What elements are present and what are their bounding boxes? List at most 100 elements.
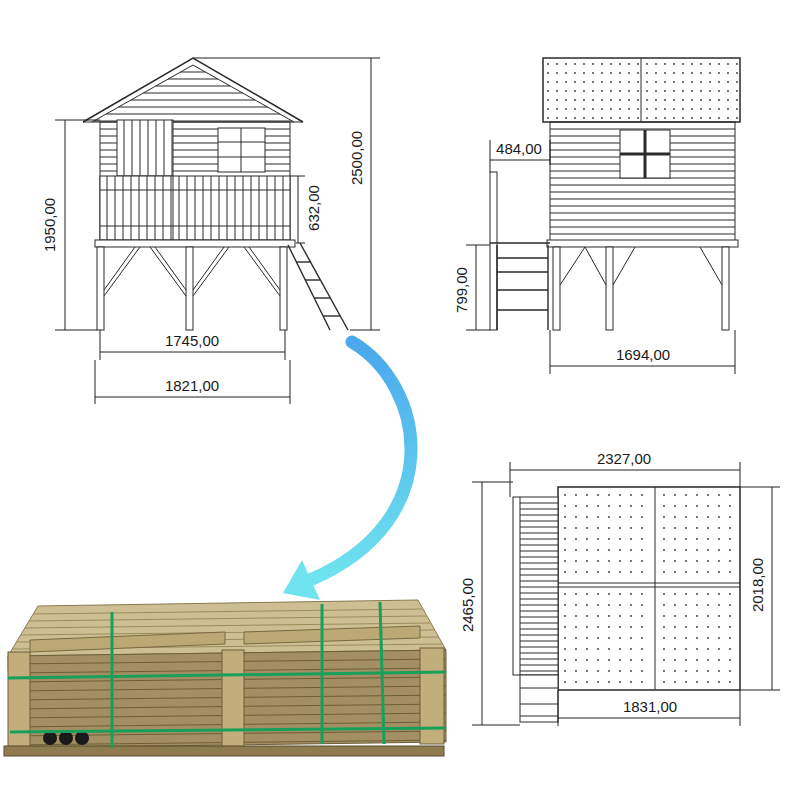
roof-dots: [646, 108, 648, 110]
roof-dots: [674, 571, 676, 573]
railing: [131, 176, 132, 240]
roof-dots: [630, 659, 632, 661]
railing: [195, 176, 196, 240]
roof-dots: [565, 63, 567, 65]
roof-dots: [700, 81, 702, 83]
roof-dots: [597, 527, 599, 529]
dimension-label: 484,00: [496, 141, 542, 156]
ladder-rungs: [520, 704, 558, 705]
roof-dots: [707, 538, 709, 540]
roof-dots: [637, 63, 639, 65]
roof-dots: [592, 90, 594, 92]
roof-dots: [729, 670, 731, 672]
roof-dots: [718, 99, 720, 101]
roof-dots: [610, 90, 612, 92]
roof-dots: [663, 648, 665, 650]
roof-dots: [674, 670, 676, 672]
roof-dots: [575, 604, 577, 606]
roof-dots: [565, 90, 567, 92]
railing: [100, 190, 290, 191]
roof-dots: [691, 99, 693, 101]
roof-dots: [663, 527, 665, 529]
roof-dots: [630, 505, 632, 507]
roof-dots: [574, 90, 576, 92]
roof-dots: [547, 99, 549, 101]
roof-dots: [575, 571, 577, 573]
deck-boards: [520, 515, 558, 516]
roof-dots: [718, 538, 720, 540]
roof-dots: [707, 505, 709, 507]
dimension-label: 2018,00: [750, 558, 765, 612]
window-grid: [218, 157, 265, 158]
roof-dots: [707, 560, 709, 562]
roof-dots: [727, 63, 729, 65]
roof-dots: [601, 81, 603, 83]
roof-dots: [682, 117, 684, 119]
roof-dots: [646, 81, 648, 83]
dimension-lines: [482, 482, 483, 725]
roof-dots: [696, 615, 698, 617]
roof-dots: [641, 659, 643, 661]
roof-dots: [574, 117, 576, 119]
window-grid: [218, 128, 265, 172]
roof-dots: [685, 560, 687, 562]
front-view: [104, 247, 140, 296]
window-grid: [241, 128, 242, 172]
roof-dots: [586, 505, 588, 507]
roof-dots: [709, 72, 711, 74]
side-view: [620, 130, 670, 178]
deck-boards: [520, 617, 558, 618]
door-boards: [156, 120, 157, 176]
roof-dots: [630, 593, 632, 595]
gable-siding: [143, 93, 242, 94]
roof-dots: [673, 90, 675, 92]
gable-siding: [131, 100, 255, 101]
roof-dots: [664, 63, 666, 65]
roof-dots: [663, 637, 665, 639]
roof-dots: [608, 527, 610, 529]
deck-boards: [520, 623, 558, 624]
ladder: [490, 243, 550, 330]
roof-dots: [574, 72, 576, 74]
roof-dots: [641, 538, 643, 540]
roof-dots: [663, 516, 665, 518]
dimension-lines: [55, 120, 100, 121]
roof-dots: [718, 648, 720, 650]
roof-dots: [564, 681, 566, 683]
deck-boards: [520, 569, 558, 570]
wall-siding: [550, 129, 735, 130]
roof-dots: [628, 72, 630, 74]
deck-boards: [520, 605, 558, 606]
roof-dots: [727, 108, 729, 110]
roof-dots: [655, 81, 657, 83]
roof-dots: [641, 560, 643, 562]
roof-dots: [718, 81, 720, 83]
side-view: [550, 122, 735, 243]
dimension-lines: [510, 470, 740, 471]
roof-dots: [583, 81, 585, 83]
railing: [267, 176, 268, 240]
roof-dots: [674, 516, 676, 518]
side-view: [585, 247, 606, 285]
deck-boards: [520, 575, 558, 576]
railing: [100, 226, 290, 227]
roof-dots: [641, 571, 643, 573]
roof-dots: [610, 72, 612, 74]
roof-dots: [630, 615, 632, 617]
roof-dots: [597, 549, 599, 551]
roof-dots: [685, 681, 687, 683]
deck-boards: [520, 599, 558, 600]
roof-dots: [628, 108, 630, 110]
roof-dots: [707, 648, 709, 650]
roof-dots: [674, 494, 676, 496]
dimension-label: 1821,00: [165, 378, 219, 393]
roof-dots: [685, 593, 687, 595]
roof-dots: [575, 516, 577, 518]
roof-dots: [707, 659, 709, 661]
gable-siding: [119, 107, 268, 108]
door-boards: [148, 120, 149, 176]
roof-dots: [630, 637, 632, 639]
roof-dots: [707, 670, 709, 672]
roof-dots: [729, 549, 731, 551]
